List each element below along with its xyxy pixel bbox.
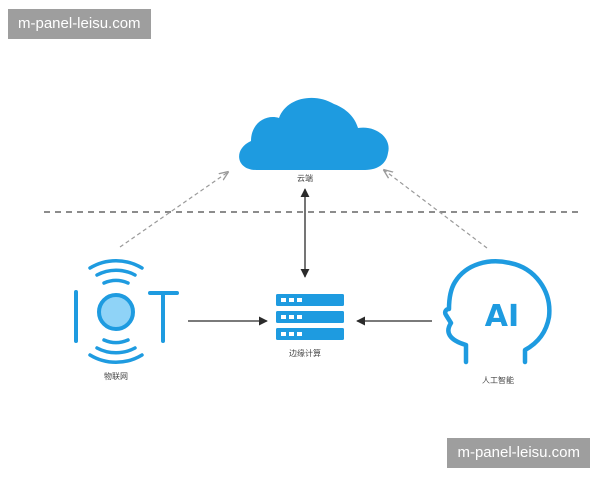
edge-node: 边缘计算 [276,294,344,358]
iot-icon [74,258,179,365]
ai-node: AI 人工智能 [442,259,552,385]
ai-label: 人工智能 [482,375,514,385]
cloud-label: 云端 [297,173,313,183]
iot-node: 物联网 [74,258,179,381]
edge-label: 边缘计算 [289,348,321,358]
ai-head-icon [442,259,552,365]
cloud-icon [239,97,389,170]
iot-to-cloud-arrow [119,172,228,248]
watermark-top: m-panel-leisu.com [8,9,151,39]
cloud-node: 云端 [239,97,389,183]
ai-glyph: AI [485,299,519,334]
server-stack-icon [276,294,344,340]
watermark-bottom: m-panel-leisu.com [447,438,590,468]
iot-label: 物联网 [104,371,128,381]
ai-to-cloud-arrow [384,170,488,249]
